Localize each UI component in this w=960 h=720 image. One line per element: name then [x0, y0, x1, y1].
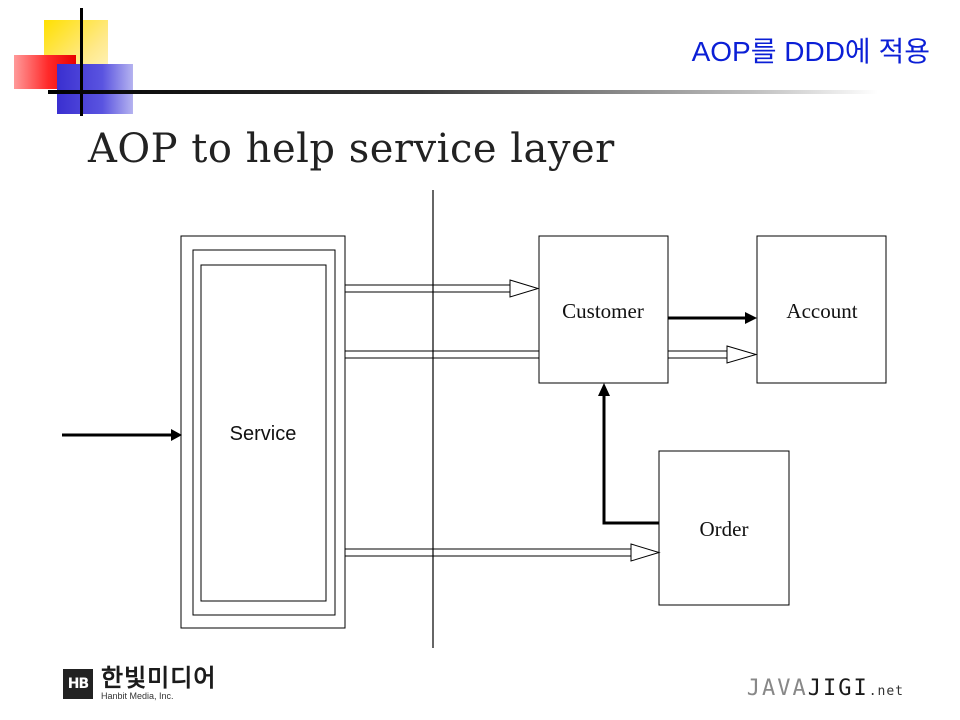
javajigi-logo: JAVAJIGI.net	[747, 676, 904, 701]
service-label: Service	[230, 423, 297, 445]
hanbit-logo-mark: HB	[63, 668, 93, 699]
corner-decoration-blue	[57, 64, 133, 114]
hanbit-english-name: Hanbit Media, Inc.	[101, 691, 174, 701]
hanbit-media-logo: HB 한빛미디어 Hanbit Media, Inc.	[63, 666, 216, 701]
javajigi-suffix: JIGI	[807, 676, 869, 701]
incoming-arrow	[62, 429, 182, 441]
account-label: Account	[786, 299, 857, 323]
slide-heading: AOP to help service layer	[88, 126, 615, 172]
section-title: AOP를 DDD에 적용	[691, 36, 930, 67]
order-label: Order	[700, 517, 749, 541]
order-box: Order	[658, 450, 790, 606]
hollow-arrow-service-to-customer	[345, 279, 540, 298]
javajigi-tld: .net	[868, 684, 904, 699]
service-box: Service	[180, 235, 346, 629]
header-rule	[48, 90, 878, 94]
hanbit-korean-name: 한빛미디어	[101, 664, 217, 692]
solid-arrow-order-to-customer	[598, 383, 659, 525]
hollow-arrow-service-to-order	[345, 543, 661, 562]
customer-label: Customer	[562, 299, 644, 323]
corner-decoration-line	[80, 8, 83, 116]
solid-arrow-customer-to-account	[668, 312, 757, 324]
account-box: Account	[756, 235, 887, 384]
hollow-arrow-service-to-account	[345, 345, 758, 364]
javajigi-prefix: JAVA	[746, 676, 808, 701]
customer-box: Customer	[538, 235, 669, 384]
